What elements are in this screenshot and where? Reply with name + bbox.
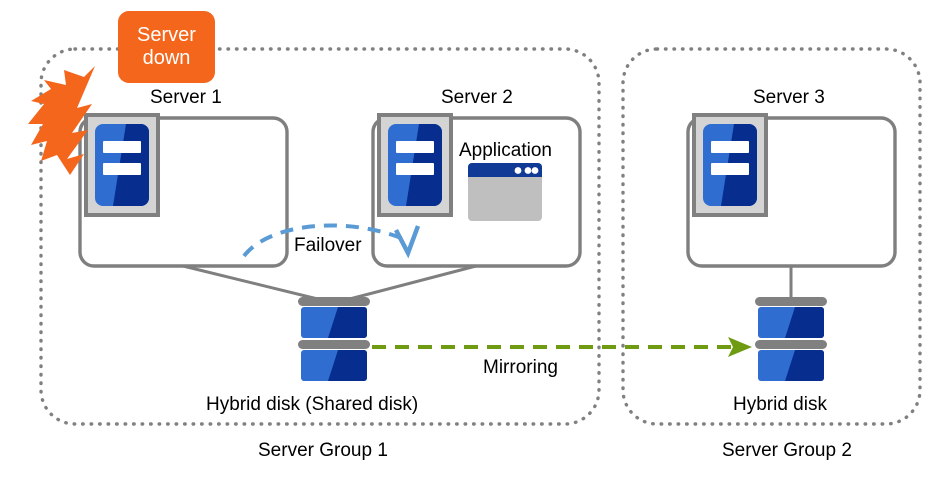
hybrid-disk-icon [755, 297, 827, 381]
group-2-boundary [621, 47, 922, 426]
server-group-1-label: Server Group 1 [258, 440, 388, 461]
server-down-badge-line1: Server [137, 24, 196, 46]
server-down-badge: Server down [118, 11, 215, 83]
hybrid-disk-shared-label: Hybrid disk (Shared disk) [206, 394, 419, 415]
server-group-2-label: Server Group 2 [722, 440, 852, 461]
hybrid-disk-label: Hybrid disk [733, 394, 827, 415]
application-window-icon [468, 163, 542, 221]
application-label: Application [459, 140, 552, 161]
mirroring-label: Mirroring [483, 357, 558, 378]
server-down-badge-line2: down [142, 47, 191, 69]
server-3-label: Server 3 [753, 87, 825, 108]
server-2-icon [379, 115, 451, 215]
failover-arrow [242, 223, 407, 258]
hybrid-disk-shared-icon [298, 297, 370, 381]
server-1-icon [86, 115, 158, 215]
failover-arrowhead [394, 225, 421, 259]
mirroring-arrowhead [728, 337, 752, 357]
server-2-label: Server 2 [441, 87, 513, 108]
group-1-boundary [39, 47, 601, 426]
server-1-label: Server 1 [150, 87, 222, 108]
server-3-icon [694, 115, 766, 215]
failover-label: Failover [294, 235, 362, 256]
lightning-bolt-icon [28, 66, 95, 175]
link-server2-to-shared-disk [337, 264, 477, 304]
link-server1-to-shared-disk [182, 264, 331, 304]
